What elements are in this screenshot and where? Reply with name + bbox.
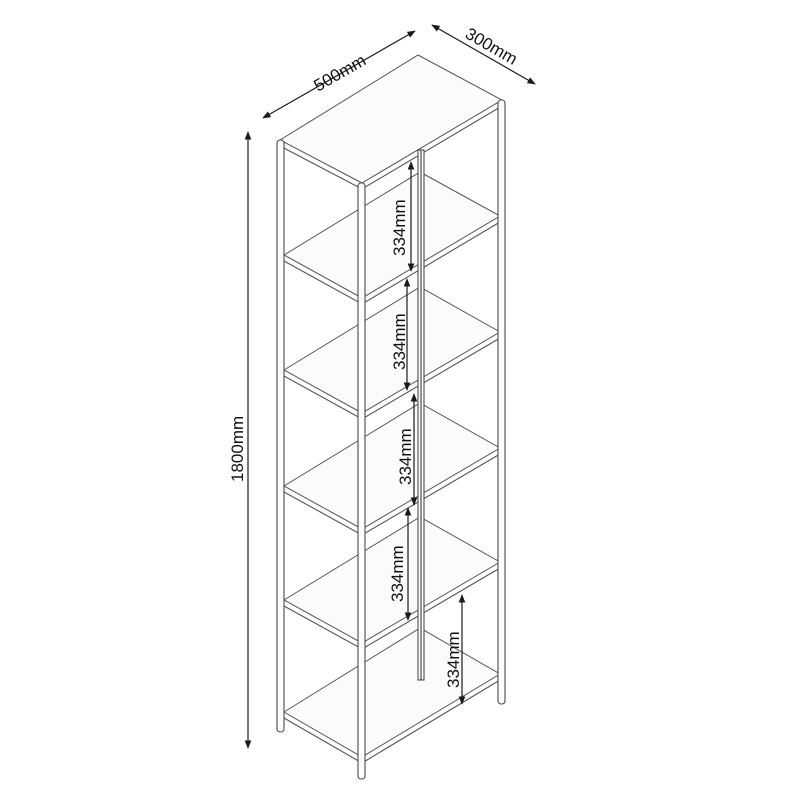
posts: [276, 99, 506, 780]
depth-label: 300mm: [462, 24, 521, 69]
height-dimension: 1800mm: [228, 131, 252, 749]
shelves: [283, 171, 502, 764]
shelf-spacing-label: 334mm: [390, 199, 409, 256]
top-panel: [278, 54, 504, 190]
shelf-spacing-label: 334mm: [388, 545, 407, 602]
height-label: 1800mm: [228, 416, 247, 482]
shelf-spacing-dimensions: 334mm 334mm 334mm 334mm 334mm: [388, 161, 466, 705]
shelf-spacing-label: 334mm: [396, 428, 415, 485]
shelf-spacing-label: 334mm: [444, 631, 463, 688]
shelf-spacing-label: 334mm: [390, 313, 409, 370]
width-label: 500mm: [311, 51, 370, 96]
